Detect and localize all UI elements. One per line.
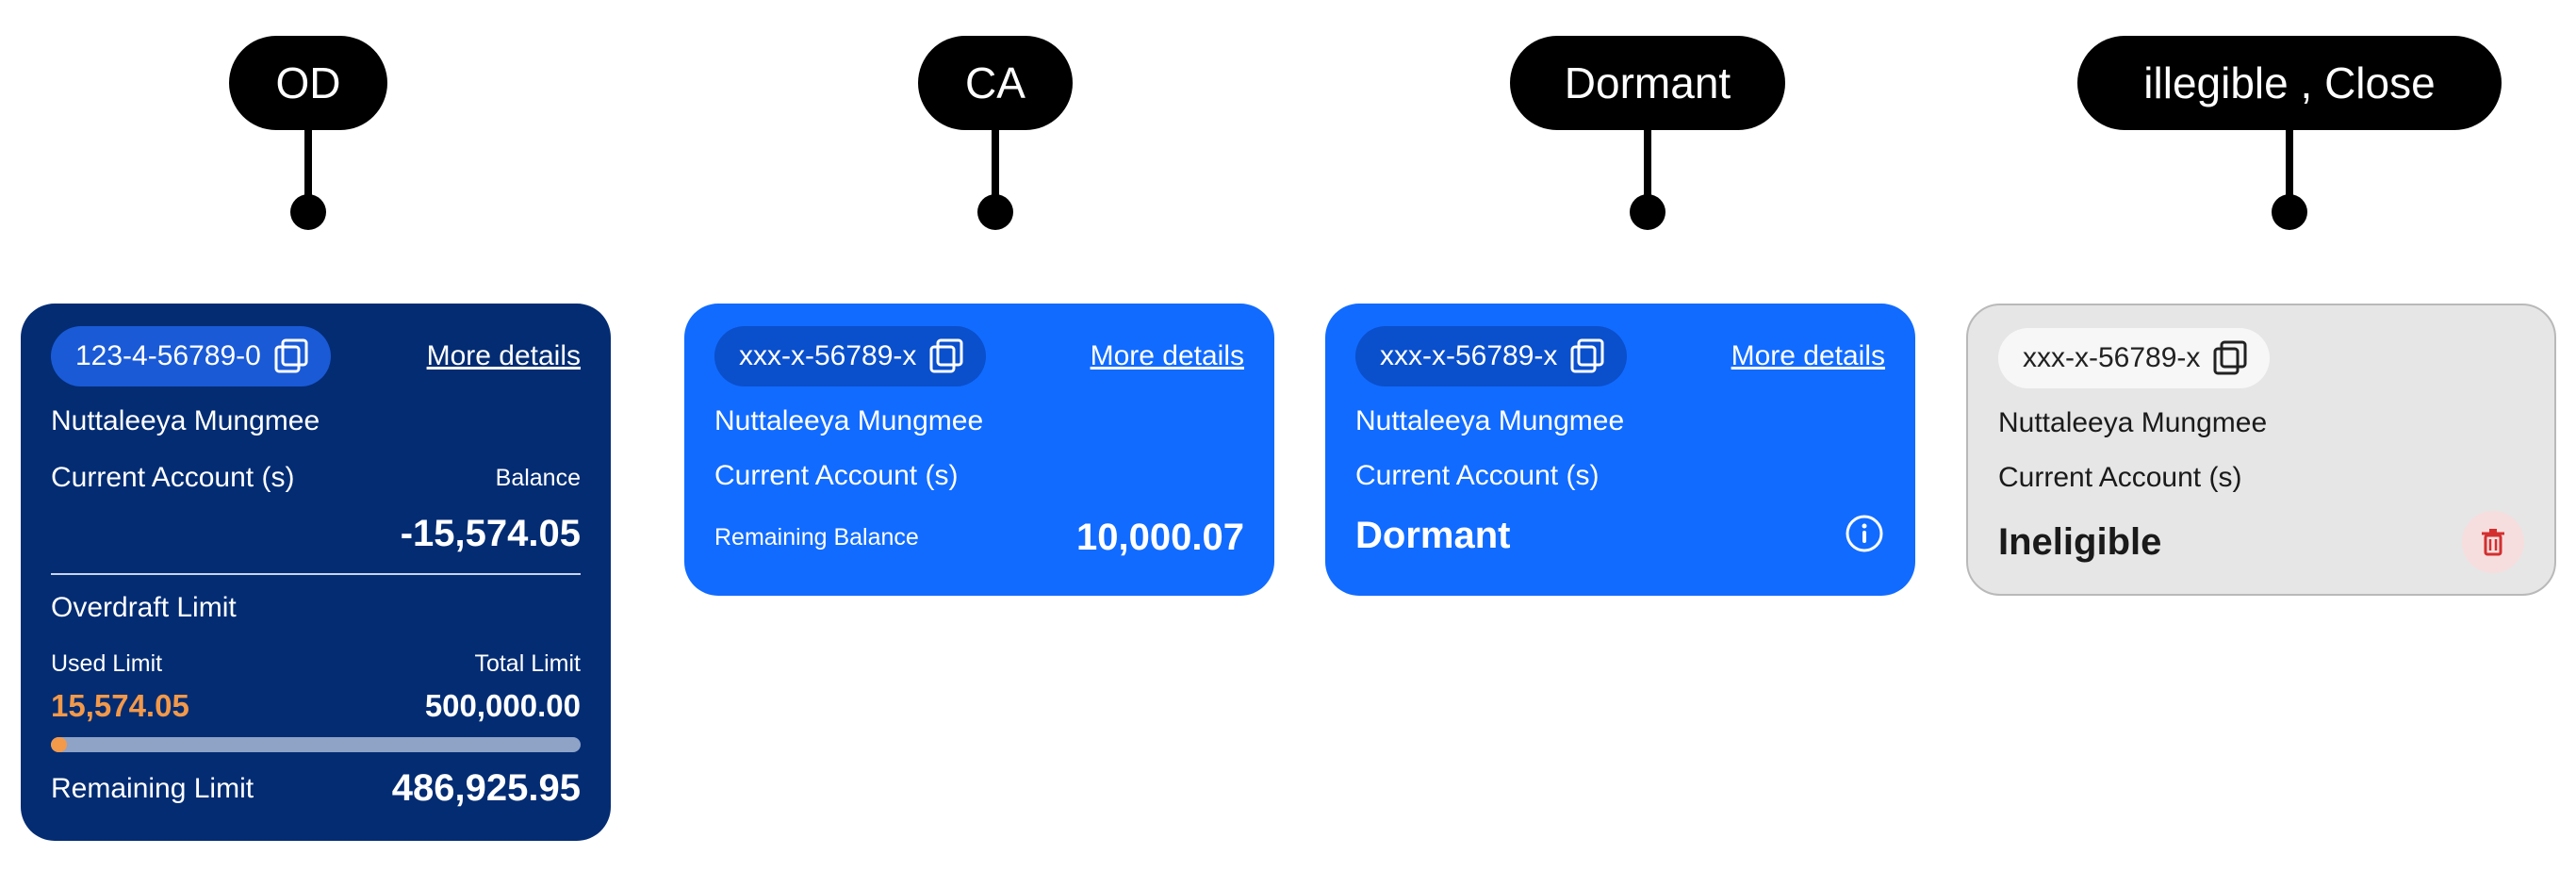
od-account-card[interactable]: 123-4-56789-0 More details Nuttaleeya Mu… xyxy=(21,304,611,841)
callout-stem xyxy=(304,130,312,196)
remaining-limit-value: 486,925.95 xyxy=(391,767,581,809)
balance-value: -15,574.05 xyxy=(400,513,581,554)
callout-dot xyxy=(290,194,326,230)
remaining-balance-label: Remaining Balance xyxy=(714,524,919,551)
copy-icon[interactable] xyxy=(272,337,310,375)
ineligible-status: Ineligible xyxy=(1998,520,2162,563)
total-limit-label: Total Limit xyxy=(474,650,581,677)
remaining-limit-label: Remaining Limit xyxy=(51,772,254,804)
more-details-link[interactable]: More details xyxy=(426,340,581,371)
account-type: Current Account (s) xyxy=(1998,462,2242,493)
account-holder-name: Nuttaleeya Mungmee xyxy=(714,405,984,436)
account-number-pill[interactable]: xxx-x-56789-x xyxy=(1355,326,1628,386)
info-icon[interactable] xyxy=(1844,513,1885,559)
callout-dot xyxy=(977,194,1013,230)
account-holder-name: Nuttaleeya Mungmee xyxy=(1355,405,1625,436)
used-limit-label: Used Limit xyxy=(51,650,163,677)
remaining-balance-value: 10,000.07 xyxy=(1076,517,1244,558)
callout-close: illegible , Close xyxy=(2077,36,2502,130)
divider xyxy=(51,573,581,575)
account-type: Current Account (s) xyxy=(714,460,959,491)
delete-button[interactable] xyxy=(2462,511,2524,573)
account-holder-name: Nuttaleeya Mungmee xyxy=(1998,407,2268,438)
copy-icon[interactable] xyxy=(2211,339,2249,377)
overdraft-limit-label: Overdraft Limit xyxy=(51,592,237,623)
callout-stem xyxy=(992,130,999,196)
copy-icon[interactable] xyxy=(1568,337,1606,375)
more-details-link[interactable]: More details xyxy=(1731,340,1885,371)
callout-od: OD xyxy=(229,36,387,130)
callout-label: illegible , Close xyxy=(2143,58,2436,107)
total-limit-value: 500,000.00 xyxy=(424,688,581,723)
callout-stem xyxy=(1644,130,1651,196)
more-details-link[interactable]: More details xyxy=(1090,340,1244,371)
account-type: Current Account (s) xyxy=(51,462,295,493)
trash-icon xyxy=(2482,529,2504,556)
callout-dormant: Dormant xyxy=(1510,36,1785,130)
callout-label: CA xyxy=(965,58,1025,107)
account-number: 123-4-56789-0 xyxy=(75,340,261,371)
used-limit-value: 15,574.05 xyxy=(51,688,189,723)
copy-icon[interactable] xyxy=(927,337,965,375)
balance-label: Balance xyxy=(495,464,581,491)
account-number-pill[interactable]: xxx-x-56789-x xyxy=(714,326,987,386)
account-number: xxx-x-56789-x xyxy=(739,340,917,371)
limit-progress-bar xyxy=(51,737,581,752)
account-type: Current Account (s) xyxy=(1355,460,1600,491)
account-number-pill[interactable]: xxx-x-56789-x xyxy=(1998,328,2271,388)
dormant-status: Dormant xyxy=(1355,515,1511,556)
callout-label: OD xyxy=(275,58,341,107)
account-number-pill[interactable]: 123-4-56789-0 xyxy=(51,326,331,386)
account-number: xxx-x-56789-x xyxy=(2023,342,2201,373)
limit-progress-fill xyxy=(51,737,68,752)
account-holder-name: Nuttaleeya Mungmee xyxy=(51,405,320,436)
callout-dot xyxy=(1630,194,1665,230)
ineligible-account-card[interactable]: xxx-x-56789-x Nuttaleeya Mungmee Current… xyxy=(1966,304,2556,596)
callout-stem xyxy=(2286,130,2293,196)
callout-ca: CA xyxy=(918,36,1073,130)
callout-label: Dormant xyxy=(1564,58,1731,107)
dormant-account-card[interactable]: xxx-x-56789-x More details Nuttaleeya Mu… xyxy=(1325,304,1915,596)
callout-dot xyxy=(2272,194,2307,230)
account-number: xxx-x-56789-x xyxy=(1380,340,1558,371)
ca-account-card[interactable]: xxx-x-56789-x More details Nuttaleeya Mu… xyxy=(684,304,1274,596)
